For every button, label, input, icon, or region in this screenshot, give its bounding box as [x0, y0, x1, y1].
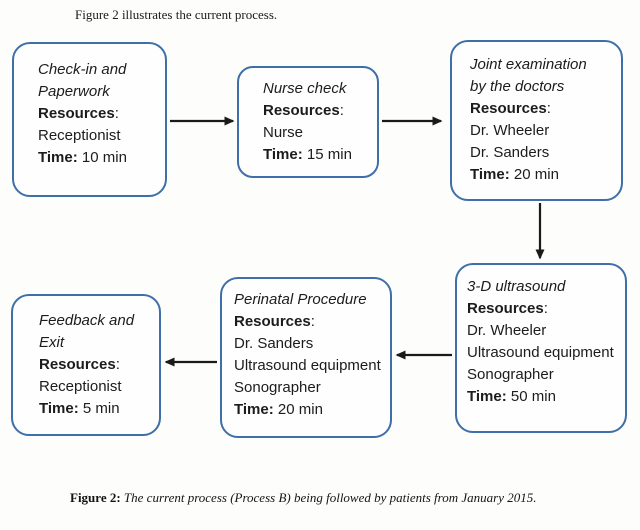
time-label: Time: [470, 166, 510, 183]
resource-item: Receptionist [38, 127, 121, 144]
process-step-joint-examination: Joint examination by the doctors Resourc… [450, 40, 623, 201]
step-title: 3-D ultrasound [467, 278, 566, 295]
time-line: Time: 15 min [263, 144, 373, 166]
resource-item: Sonographer [467, 366, 554, 383]
resources-label: Resources: [263, 102, 344, 119]
time-label: Time: [467, 388, 507, 405]
time-line: Time: 20 min [234, 399, 388, 421]
resource-item: Dr. Wheeler [470, 122, 550, 139]
time-value: 50 min [510, 388, 556, 405]
figure-caption: Figure 2: The current process (Process B… [70, 490, 537, 506]
time-value: 20 min [277, 401, 323, 418]
resource-item: Sonographer [234, 379, 321, 396]
step-title: Nurse check [263, 80, 347, 97]
time-line: Time: 50 min [467, 386, 623, 408]
resource-item: Dr. Sanders [470, 144, 550, 161]
process-step-3d-ultrasound: 3-D ultrasound Resources: Dr. Wheeler Ul… [455, 263, 627, 433]
time-line: Time: 10 min [38, 147, 159, 169]
process-step-check-in: Check-in and Paperwork Resources: Recept… [12, 42, 167, 197]
time-value: 15 min [306, 146, 352, 163]
process-step-nurse-check: Nurse check Resources: Nurse Time: 15 mi… [237, 66, 379, 178]
resource-item: Dr. Sanders [234, 335, 314, 352]
resource-item: Ultrasound equipment [234, 357, 381, 374]
step-title: Feedback and Exit [39, 312, 135, 351]
resource-item: Ultrasound equipment [467, 344, 614, 361]
time-line: Time: 5 min [39, 398, 155, 420]
time-label: Time: [39, 400, 79, 417]
step-title: Check-in and Paperwork [38, 61, 127, 100]
figure-caption-text: The current process (Process B) being fo… [123, 490, 537, 505]
resources-label: Resources: [234, 313, 315, 330]
resource-item: Receptionist [39, 378, 122, 395]
time-label: Time: [234, 401, 274, 418]
resource-item: Dr. Wheeler [467, 322, 547, 339]
resource-item: Nurse [263, 124, 304, 141]
figure-caption-label: Figure 2: [70, 490, 121, 505]
process-step-feedback-exit: Feedback and Exit Resources: Receptionis… [11, 294, 161, 436]
resources-label: Resources: [39, 356, 120, 373]
resources-label: Resources: [467, 300, 548, 317]
time-label: Time: [38, 149, 78, 166]
step-title: Joint examination by the doctors [470, 56, 587, 95]
time-value: 10 min [81, 149, 127, 166]
time-line: Time: 20 min [470, 164, 615, 186]
time-value: 5 min [82, 400, 120, 417]
time-label: Time: [263, 146, 303, 163]
process-step-perinatal-procedure: Perinatal Procedure Resources: Dr. Sande… [220, 277, 392, 438]
figure-intro-text: Figure 2 illustrates the current process… [75, 7, 278, 22]
time-value: 20 min [513, 166, 559, 183]
resources-label: Resources: [470, 100, 551, 117]
resources-label: Resources: [38, 105, 119, 122]
step-title: Perinatal Procedure [234, 291, 367, 308]
